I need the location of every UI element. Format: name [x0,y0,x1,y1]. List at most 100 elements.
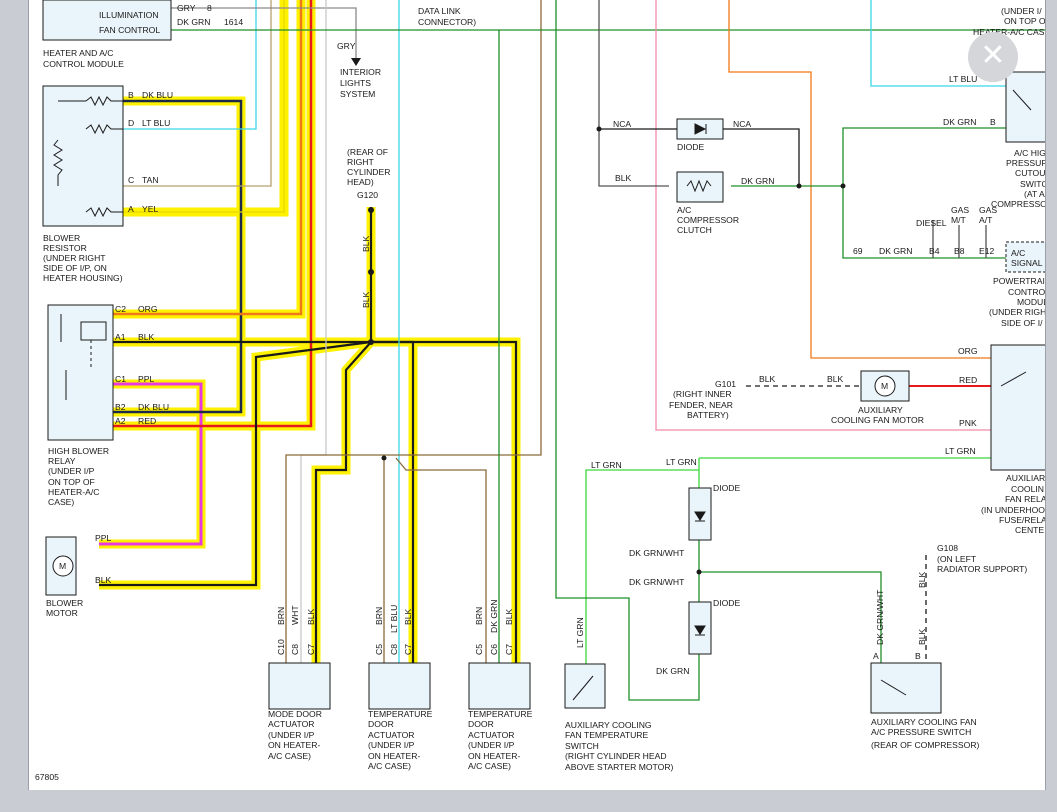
ac-high-3: CUTOU [1015,168,1045,178]
aux-relay-5: FUSE/RELA [999,515,1045,525]
temp2-wire-1: BRN [474,607,484,625]
temp2-wire-2: DK GRN [489,600,499,633]
blk-clutch: BLK [615,173,632,183]
dkgrnwht-1: DK GRN/WHT [629,548,685,558]
fan-ltgrn: LT GRN [945,446,976,456]
pcm-pin-b8: B8 [954,246,965,256]
blower-motor-2: MOTOR [46,608,78,618]
mode-door-actuator-box [268,662,331,710]
blk-g120-a: BLK [361,235,371,252]
dkgrn-splice [840,183,846,189]
relay-c2-wire: ORG [138,304,158,314]
heater-module-label-1: HEATER AND A/C [43,48,114,58]
temp2-6: A/C CASE) [468,761,511,771]
mode-wire-3: BLK [306,608,316,625]
high-blower-relay-4: ON TOP OF [48,477,95,487]
pcm-wire: DK GRN [879,246,912,256]
pcm-gas-at-2: A/T [979,215,993,225]
res-d-wire: LT BLU [142,118,170,128]
pcm-gas-at-1: GAS [979,205,997,215]
aux-fan-motor-2: COOLING FAN MOTOR [831,415,924,425]
mode-pin-2: C8 [290,644,300,655]
g108-2: (ON LEFT [937,554,977,564]
relay-c2-pin: C2 [115,304,126,314]
interior-lights-1: INTERIOR [340,67,381,77]
temp2-pin-1: C5 [474,644,484,655]
temp2-wire-3: BLK [504,608,514,625]
internal-symbols [53,89,1032,701]
figure-number: 67805 [35,772,59,782]
ac-high-6: COMPRESSO [991,199,1045,209]
temp-switch-1: AUXILIARY COOLING [565,720,652,730]
ltgrn-mid: LT GRN [666,457,697,467]
aux-fan-pressure-switch-box [870,662,942,714]
aux-fan-motor-symbol [874,375,896,397]
interior-lights-2: LIGHTS [340,78,371,88]
res-a-pin: A [128,204,134,214]
temp1-pin-3: C7 [403,644,413,655]
top-right-comp-2: ON TOP O [1004,16,1045,26]
heater-ac-module-box [42,0,172,41]
ltgrn-left: LT GRN [591,460,622,470]
ac-high-2: PRESSUR [1006,158,1045,168]
high-blower-relay-1: HIGH BLOWER [48,446,109,456]
g120-location-4: HEAD) [347,177,374,187]
main-ground-splice [368,339,374,345]
motor-ppl-wire: PPL [95,533,111,543]
pcm-gas-mt-1: GAS [951,205,969,215]
relay-a1-pin: A1 [115,332,126,342]
dkgrnwht-2: DK GRN/WHT [629,577,685,587]
gry8-circuit-label: 8 [207,3,212,13]
aux-relay-4: (IN UNDERHOO [981,505,1045,515]
interior-lights-3: SYSTEM [340,89,375,99]
components [42,0,1045,714]
illumination-label: ILLUMINATION [99,10,159,20]
g101-blk: BLK [759,374,776,384]
bottom-strip [0,790,1057,812]
temp2-3: ACTUATOR [468,730,514,740]
g120-location-1: (REAR OF [347,147,388,157]
temp1-wire-3: BLK [403,608,413,625]
wires [99,0,1045,701]
pcm-2: CONTRO [1008,287,1045,297]
temp-switch-2: FAN TEMPERATURE [565,730,649,740]
res-d-pin: D [128,118,134,128]
pcm-1: POWERTRAI [993,276,1045,286]
close-button[interactable]: ✕ [968,32,1018,82]
temp1-3: ACTUATOR [368,730,414,740]
dkgrn1614-circuit-label: 1614 [224,17,243,27]
pcm-box [1005,241,1045,273]
mode-door-3: (UNDER I/P [268,730,315,740]
mode-door-1: MODE DOOR [268,709,322,719]
res-c-pin: C [128,175,134,185]
aux-relay-1: AUXILIAR [1006,473,1045,483]
mode-pin-1: C10 [276,639,286,655]
relay-a2-wire: RED [138,416,156,426]
close-icon: ✕ [980,38,1006,73]
diode-splice [696,569,702,575]
blower-motor-m: M [59,561,66,571]
ac-signal-2: SIGNAL [1011,258,1043,268]
g108-1: G108 [937,543,958,553]
diode-1-label: DIODE [713,483,740,493]
g101-3: FENDER, NEAR [669,400,733,410]
blower-resistor-5: HEATER HOUSING) [43,273,123,283]
gry-interior-label: GRY [337,41,356,51]
pcm-circuit: 69 [853,246,863,256]
diode-2-label: DIODE [713,598,740,608]
blower-resistor-2: RESISTOR [43,243,87,253]
brown-splice [381,455,387,461]
ac-high-5: (AT A [1024,189,1045,199]
mode-pin-3: C7 [306,644,316,655]
diagram-sheet: ILLUMINATION FAN CONTROL HEATER AND A/C … [28,0,1046,790]
temp1-pin-1: C5 [374,644,384,655]
temp2-5: ON HEATER- [468,751,520,761]
ac-clutch-2: COMPRESSOR [677,215,739,225]
pres-switch-1: AUXILIARY COOLING FAN [871,717,977,727]
blower-resistor-4: SIDE OF I/P, ON [43,263,107,273]
high-blower-relay-2: RELAY [48,456,76,466]
dkgrn1614-wire-label: DK GRN [177,17,210,27]
fan-control-label: FAN CONTROL [99,25,160,35]
res-b-wire: DK BLU [142,90,173,100]
blower-motor-symbol [52,555,74,577]
